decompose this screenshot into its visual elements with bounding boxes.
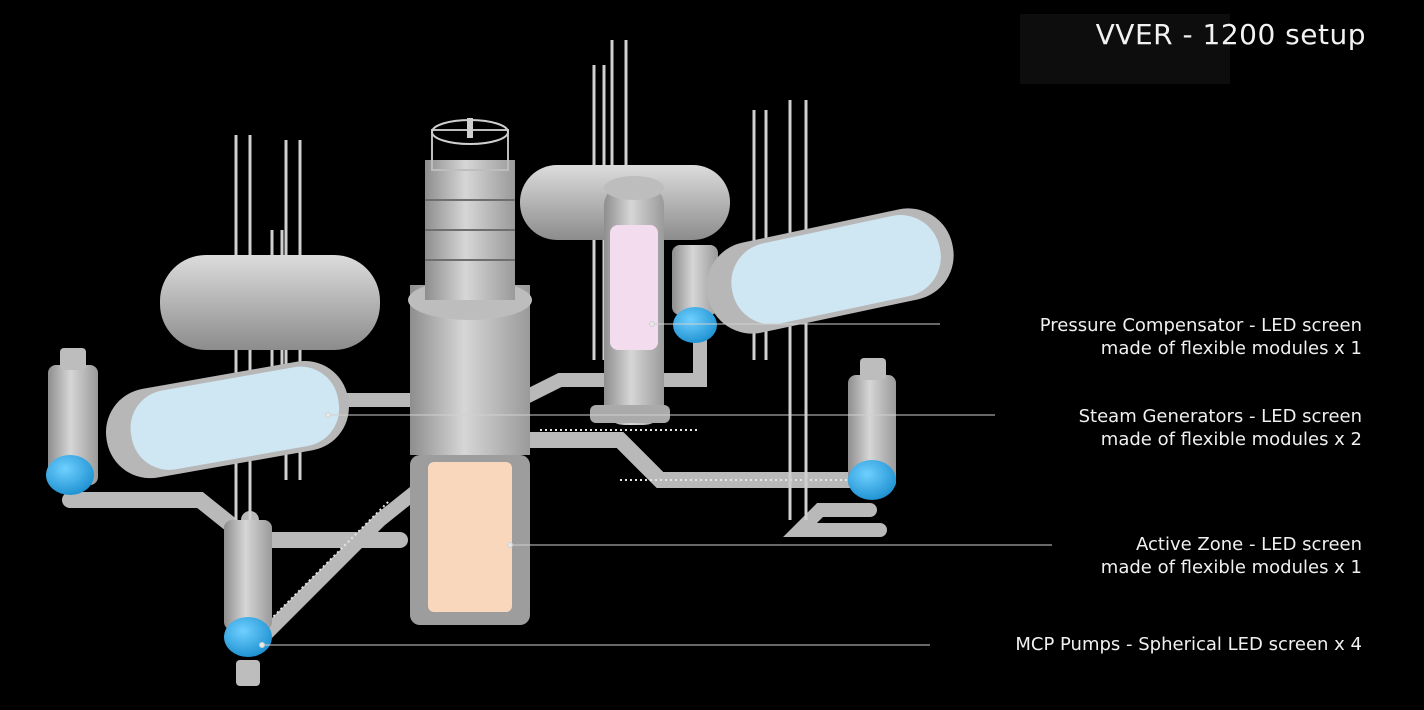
bottom-pump-column	[224, 520, 272, 686]
active-zone-screen	[428, 462, 512, 612]
mcp-pump-sphere-bottom	[224, 617, 272, 657]
title-backdrop	[1020, 14, 1230, 84]
steam-generator-right-screen	[731, 215, 941, 325]
callout-line2: made of flexible modules x 1	[1100, 557, 1362, 578]
pressure-compensator-screen	[610, 225, 658, 350]
mcp-pump-sphere-left	[46, 455, 94, 495]
left-pump-column	[48, 348, 98, 485]
leader-lines	[259, 321, 1052, 648]
callout-active-zone: Active Zone - LED screen made of flexibl…	[1101, 533, 1362, 579]
mcp-pump-sphere-right	[848, 460, 896, 500]
coil-pipes	[269, 429, 860, 621]
steam-generator-left-screen	[130, 366, 340, 470]
callout-line2: made of flexible modules x 1	[1100, 338, 1362, 359]
right-pump-column	[848, 358, 896, 490]
callout-line1: Active Zone - LED screen	[1136, 534, 1362, 555]
callout-steam-generators: Steam Generators - LED screen made of fl…	[1079, 405, 1362, 451]
page-title: VVER - 1200 setup	[1095, 18, 1366, 51]
callout-line1: MCP Pumps - Spherical LED screen x 4	[1015, 634, 1362, 655]
callout-line2: made of flexible modules x 2	[1100, 429, 1362, 450]
upper-right-pump-column	[672, 245, 718, 315]
mcp-pump-sphere-upper	[673, 307, 717, 343]
callout-pressure-compensator: Pressure Compensator - LED screen made o…	[1040, 314, 1362, 360]
callout-line1: Steam Generators - LED screen	[1078, 406, 1362, 427]
callout-line1: Pressure Compensator - LED screen	[1039, 315, 1362, 336]
callout-mcp-pumps: MCP Pumps - Spherical LED screen x 4	[1015, 633, 1362, 656]
